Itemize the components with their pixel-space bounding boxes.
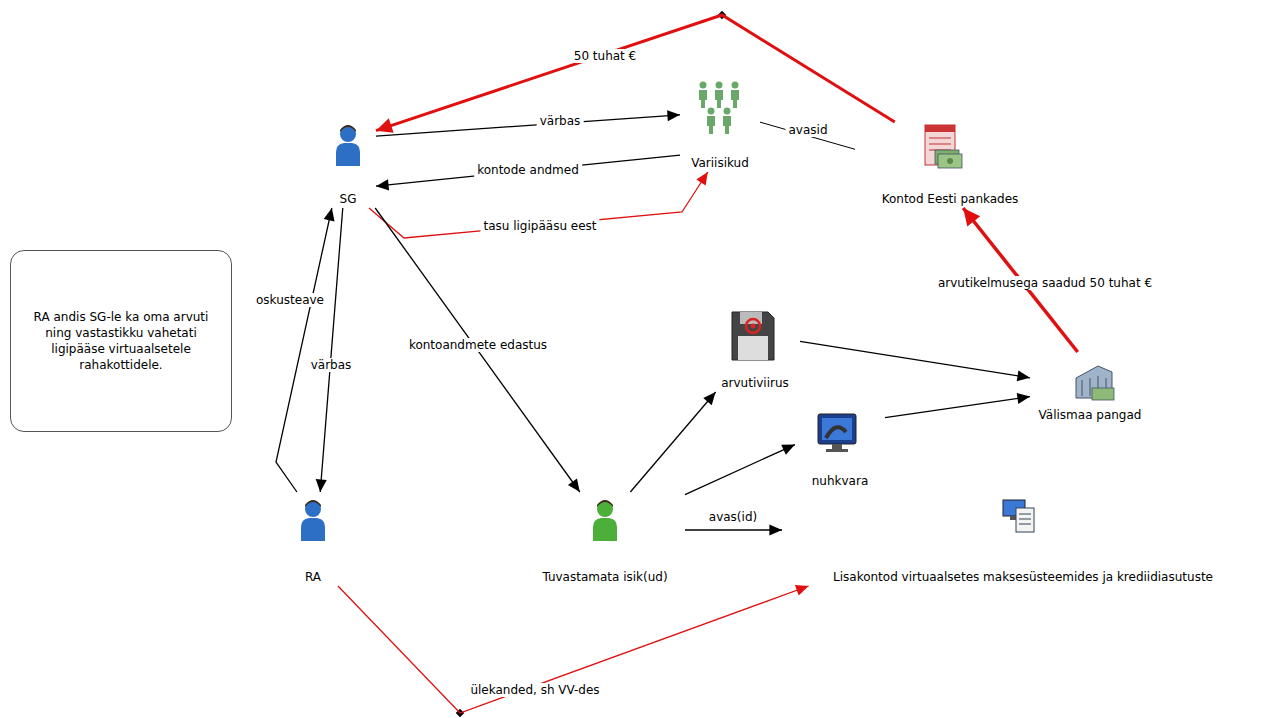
edge-label: ülekanded, sh VV-des	[467, 683, 602, 697]
connector	[885, 393, 1030, 418]
floppy-virus-icon	[732, 312, 774, 360]
edge-label: värbas	[308, 358, 355, 372]
node-label: Kontod Eesti pankades	[855, 192, 1045, 206]
edge-label: 50 tuhat €	[571, 49, 640, 63]
edge-label: kontode andmed	[474, 163, 582, 177]
connector	[685, 524, 782, 535]
edge-label: avas(id)	[706, 510, 760, 524]
note-text: RA andis SG-le ka oma arvuti ning vastas…	[25, 309, 217, 374]
account-icon	[925, 125, 962, 168]
monitor-spy-icon	[818, 414, 856, 452]
edge-label: värbas	[537, 114, 584, 128]
connector	[760, 122, 855, 149]
icon-node: arvutiviirus	[710, 306, 800, 392]
bank-icon	[1076, 366, 1114, 400]
icon-node: Tuvastamata isik(ud)	[525, 492, 685, 586]
icon-node: Välismaa pangad	[1030, 352, 1150, 424]
edge-label: arvutikelmusega saadud 50 tuhat €	[935, 276, 1155, 290]
node-label: Tuvastamata isik(ud)	[525, 570, 685, 584]
connector	[369, 172, 708, 238]
edge-label: oskusteave	[253, 293, 327, 307]
edge-label: kontoandmete edastus	[406, 338, 550, 352]
note-box: RA andis SG-le ka oma arvuti ning vastas…	[10, 250, 232, 432]
icon-node: SG	[320, 118, 376, 208]
node-label: Välismaa pangad	[1030, 408, 1150, 422]
node-label: nuhkvara	[795, 474, 885, 488]
icon-node: Variisikud	[680, 72, 760, 172]
connector	[630, 392, 715, 492]
connector	[376, 15, 895, 133]
connector	[276, 208, 335, 492]
node-label: Lisakontod virtuaalsetes maksesüsteemide…	[782, 570, 1264, 584]
icon-node: RA	[285, 492, 341, 586]
node-label: SG	[320, 192, 376, 206]
edge-label: avasid	[785, 123, 830, 137]
icon-node: Lisakontod virtuaalsetes maksesüsteemide…	[782, 492, 1264, 586]
node-label: Variisikud	[680, 156, 760, 170]
connector	[800, 341, 1030, 381]
computer-accounts-icon	[1003, 500, 1034, 532]
person-icon	[593, 500, 617, 541]
node-label: arvutiviirus	[710, 376, 800, 390]
connector	[338, 585, 809, 713]
icon-node: Kontod Eesti pankades	[855, 122, 1045, 208]
edge-label: tasu ligipääsu eest	[480, 219, 599, 233]
connector	[376, 155, 680, 190]
icon-node: nuhkvara	[795, 408, 885, 490]
person-icon	[336, 125, 360, 166]
connector	[375, 208, 580, 492]
person-icon	[301, 500, 325, 541]
connector	[316, 208, 343, 492]
group-icon	[699, 82, 739, 135]
node-label: RA	[285, 570, 341, 584]
connector	[685, 445, 795, 495]
